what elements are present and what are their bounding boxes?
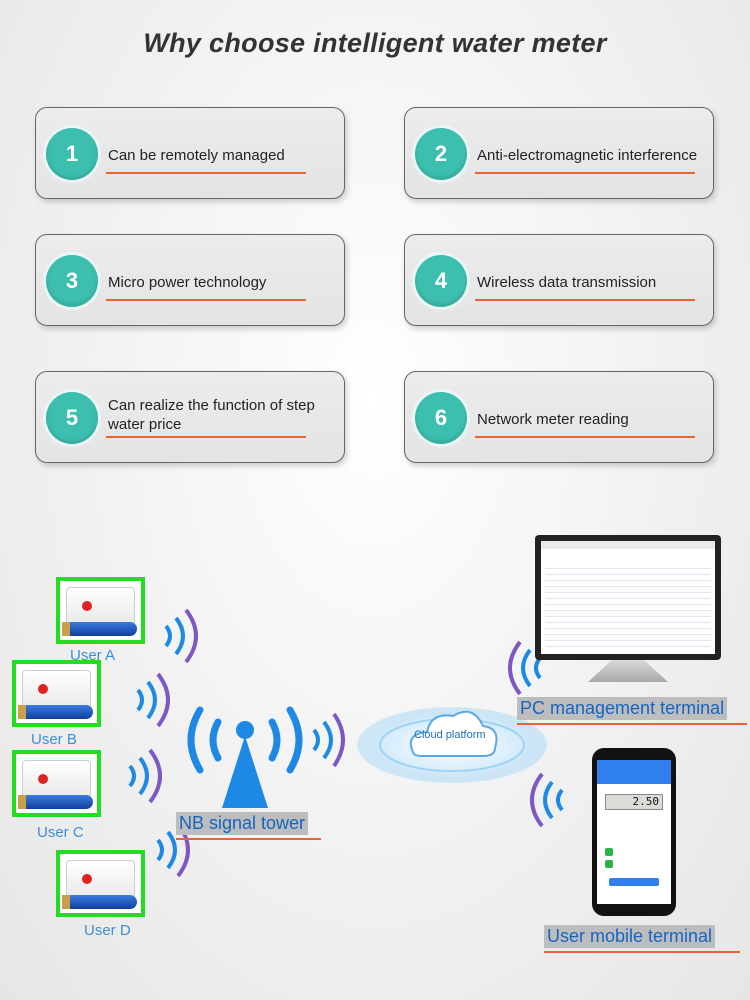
feature-card-6: 6 Network meter reading: [404, 371, 714, 463]
water-meter-image: [12, 660, 101, 727]
feature-underline: [106, 172, 306, 174]
feature-text: Can be remotely managed: [108, 147, 285, 164]
signal-wave-icon: [128, 748, 162, 804]
water-meter-image: [56, 850, 145, 917]
feature-number-badge: 1: [46, 128, 98, 180]
feature-underline: [106, 299, 306, 301]
water-meter-image: [12, 750, 101, 817]
feature-number-badge: 2: [415, 128, 467, 180]
feature-underline: [106, 436, 306, 438]
user-label: User D: [84, 922, 131, 939]
feature-text: Can realize the function of step water p…: [108, 397, 315, 433]
mobile-phone-image: 2.50: [592, 748, 676, 916]
label-underline: [517, 723, 747, 725]
feature-underline: [475, 172, 695, 174]
cloud-platform-icon: [357, 707, 547, 783]
feature-text: Anti-electromagnetic interference: [477, 147, 698, 164]
feature-number-badge: 4: [415, 255, 467, 307]
feature-card-2: 2 Anti-electromagnetic interference: [404, 107, 714, 199]
label-underline: [176, 838, 321, 840]
feature-text: Micro power technology: [108, 274, 267, 291]
signal-wave-icon: [164, 608, 198, 664]
user-label: User A: [70, 647, 116, 664]
page-title: Why choose intelligent water meter: [143, 28, 607, 58]
signal-wave-icon: [136, 672, 170, 728]
cloud-label: Cloud platform: [414, 729, 486, 741]
feature-number-badge: 5: [46, 392, 98, 444]
feature-underline: [475, 299, 695, 301]
pc-label: PC management terminal: [517, 697, 728, 720]
mobile-label: User mobile terminal: [544, 925, 716, 948]
feature-card-1: 1 Can be remotely managed: [35, 107, 345, 199]
signal-wave-icon: [530, 772, 564, 828]
water-meter-image: [56, 577, 145, 644]
user-label: User B: [31, 731, 77, 748]
feature-card-3: 3 Micro power technology: [35, 234, 345, 326]
pc-monitor-image: [535, 535, 721, 660]
signal-tower-icon: [187, 706, 303, 808]
monitor-stand: [588, 660, 668, 682]
signal-wave-icon: [312, 712, 345, 768]
feature-card-4: 4 Wireless data transmission: [404, 234, 714, 326]
feature-underline: [475, 436, 695, 438]
feature-card-5: 5 Can realize the function of step water…: [35, 371, 345, 463]
phone-meter-reading: 2.50: [605, 794, 663, 810]
feature-number-badge: 6: [415, 392, 467, 444]
tower-label: NB signal tower: [176, 812, 309, 835]
label-underline: [544, 951, 740, 953]
feature-text: Wireless data transmission: [477, 274, 657, 291]
feature-number-badge: 3: [46, 255, 98, 307]
user-label: User C: [37, 824, 84, 841]
feature-text: Network meter reading: [477, 411, 629, 428]
